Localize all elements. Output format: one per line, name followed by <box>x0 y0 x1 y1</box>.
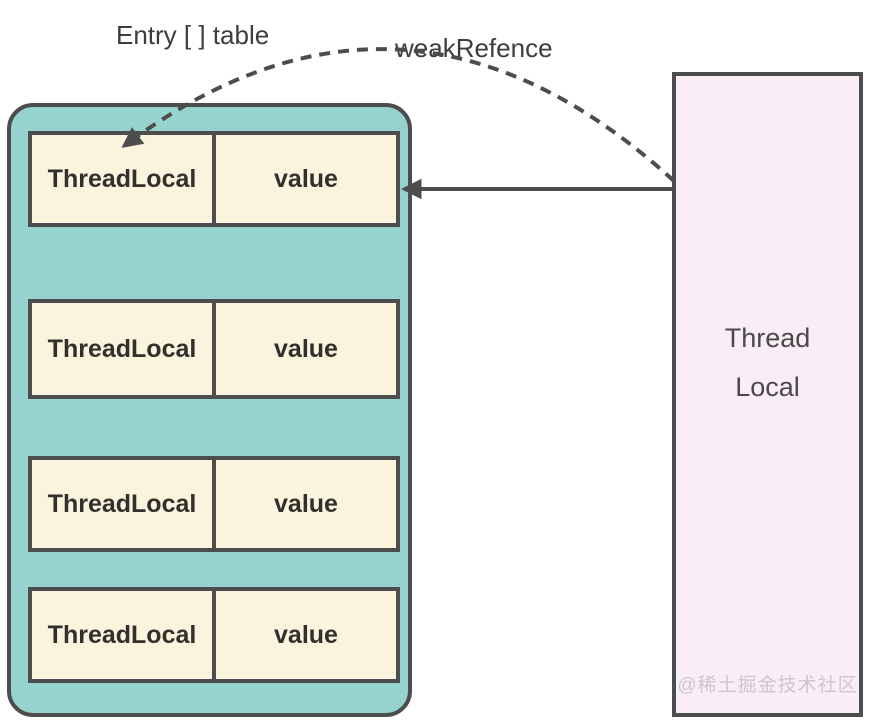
entry-row: ThreadLocal value <box>28 456 400 552</box>
entry-key-cell: ThreadLocal <box>32 460 216 548</box>
entry-value-cell: value <box>274 489 338 518</box>
entry-row: ThreadLocal value <box>28 587 400 683</box>
entry-key-cell: ThreadLocal <box>32 303 216 395</box>
entry-value-cell: value <box>274 334 338 363</box>
thread-local-box-label-line2: Local <box>735 372 800 402</box>
thread-local-box-label-line1: Thread <box>724 323 811 353</box>
entry-row: ThreadLocal value <box>28 131 400 227</box>
entry-row: ThreadLocal value <box>28 299 400 399</box>
entry-table-container: ThreadLocal value ThreadLocal value Thre… <box>7 103 412 717</box>
entry-value-cell: value <box>274 164 338 193</box>
entry-key-cell: ThreadLocal <box>32 591 216 679</box>
thread-local-box-label: Thread Local <box>676 314 859 412</box>
entry-key-cell: ThreadLocal <box>32 135 216 223</box>
watermark-text: @稀土掘金技术社区 <box>677 675 858 696</box>
entry-value-cell: value <box>274 620 338 649</box>
thread-local-box: Thread Local @稀土掘金技术社区 <box>672 72 863 717</box>
weak-reference-label: weakRefence <box>395 33 553 63</box>
entry-table-label: Entry [ ] table <box>116 20 270 50</box>
